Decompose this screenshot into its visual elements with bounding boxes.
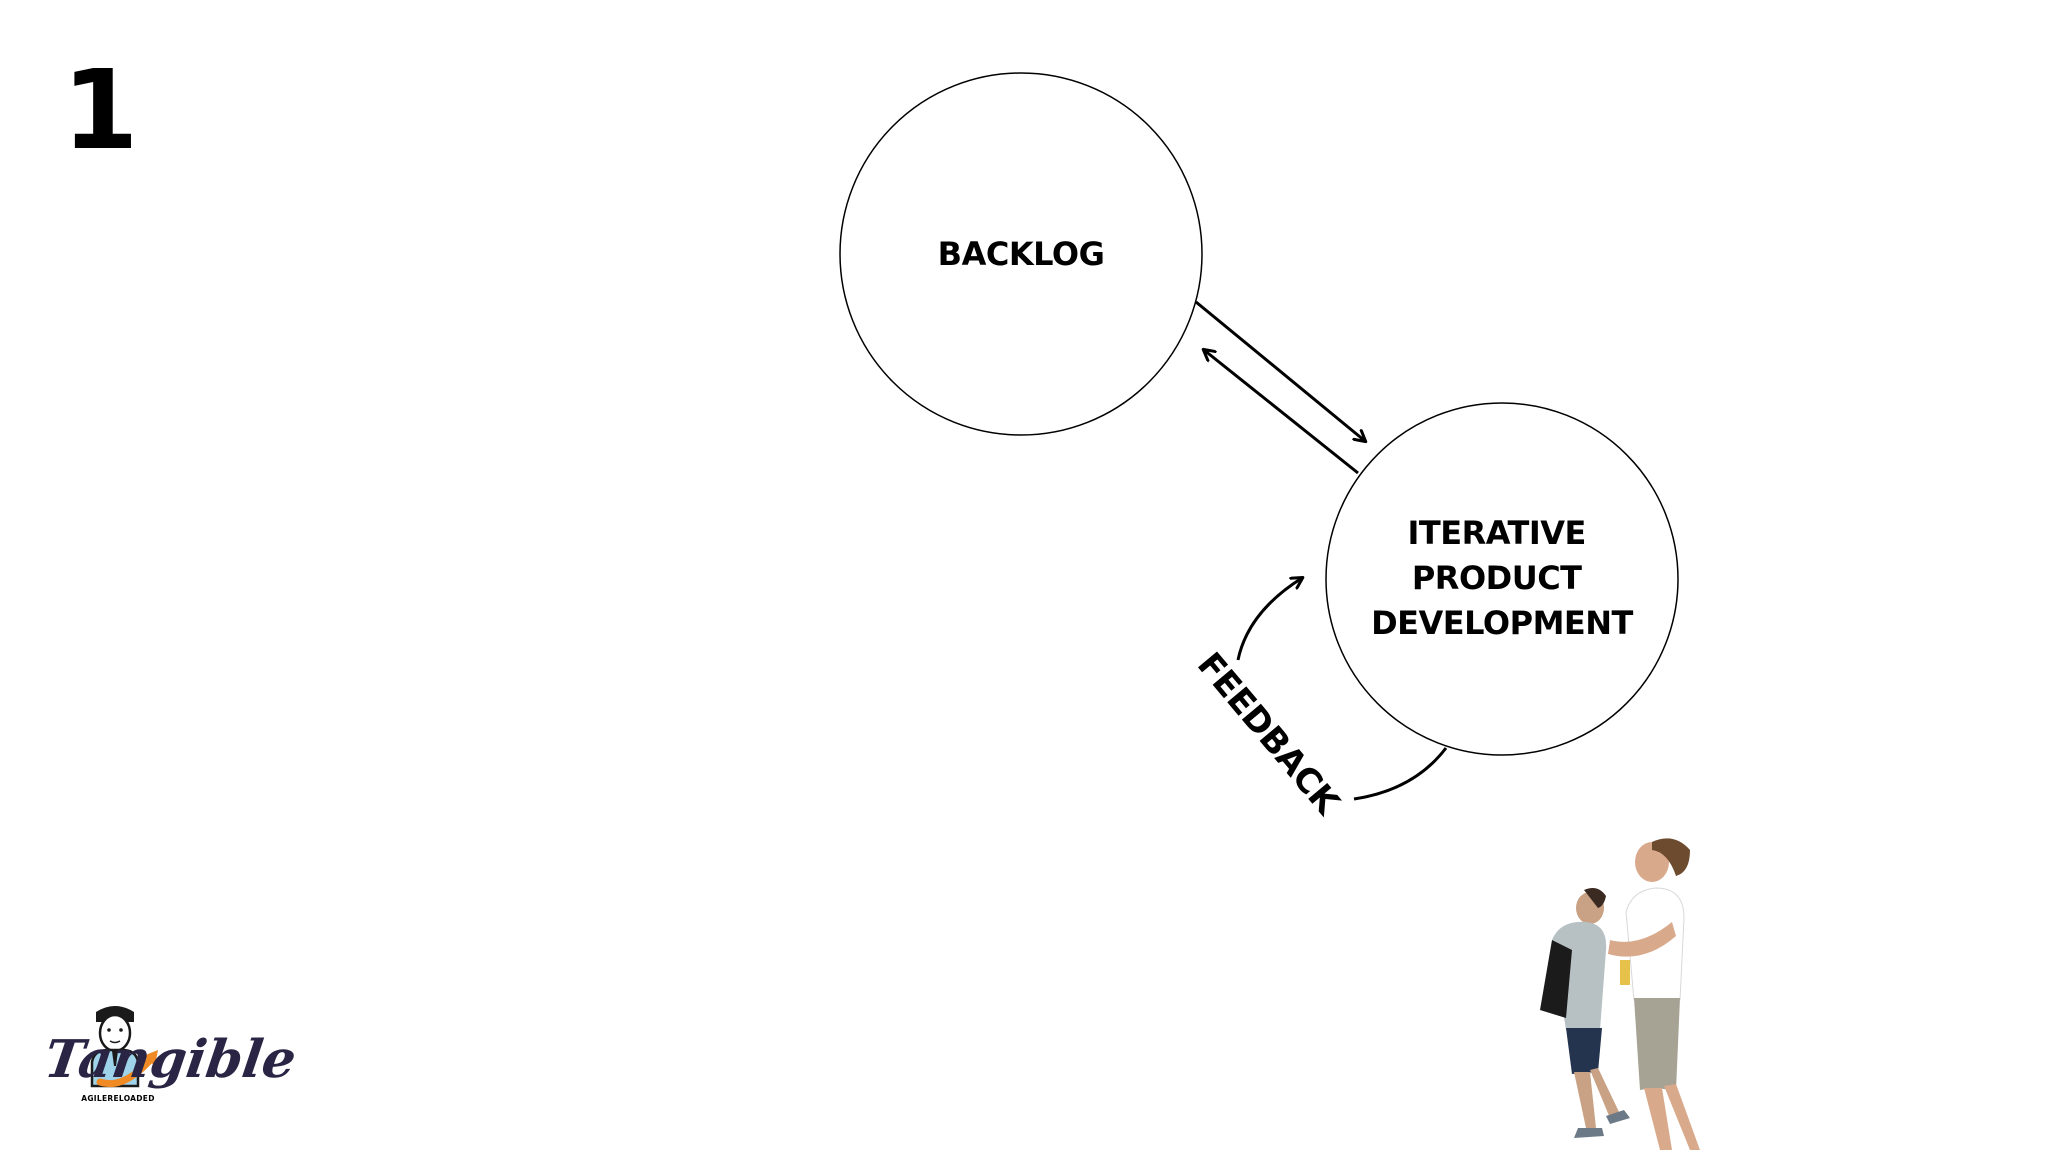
node-backlog-label: BACKLOG [938, 235, 1105, 273]
tangible-logo: Tangible [41, 1029, 300, 1090]
feedback-label: FEEDBACK [1189, 645, 1348, 824]
svg-text:Tangible: Tangible [41, 1029, 300, 1090]
agilereloaded-mascot-icon [90, 1006, 158, 1088]
feedback-loop-lower-arc [1353, 747, 1448, 801]
tangible-logo-text: Tangible [41, 1029, 300, 1090]
people-looking-up-illustration [1540, 838, 1700, 1150]
node-backlog: BACKLOG [839, 72, 1203, 436]
slide-number: 1 [62, 46, 139, 174]
agilereloaded-logo-text: AGILERELOADED [81, 1094, 155, 1103]
svg-text:ITERATIVE PRODUCT: ITERATIVE PRODUCT DEVELOPMENT [1371, 514, 1633, 642]
person-right [1608, 838, 1700, 1150]
edge-backlog-to-ipd [1195, 300, 1365, 441]
node-ipd-label-line-1: ITERATIVE [1407, 514, 1585, 552]
node-ipd-label-line-3: DEVELOPMENT [1371, 604, 1633, 642]
feedback-loop-upper-arc [1236, 578, 1302, 661]
node-iterative-product-development: ITERATIVE PRODUCT DEVELOPMENT [1325, 402, 1679, 756]
person-left [1540, 888, 1630, 1138]
svg-text:BACKLOG: BACKLOG [938, 235, 1105, 273]
agilereloaded-logo: AGILERELOADED [81, 1006, 158, 1103]
svg-text:FEEDBACK: FEEDBACK [1189, 645, 1348, 824]
svg-text:AGILERELOADED: AGILERELOADED [81, 1094, 155, 1103]
node-ipd-label-line-2: PRODUCT [1412, 559, 1582, 597]
edge-ipd-to-backlog [1204, 350, 1359, 475]
